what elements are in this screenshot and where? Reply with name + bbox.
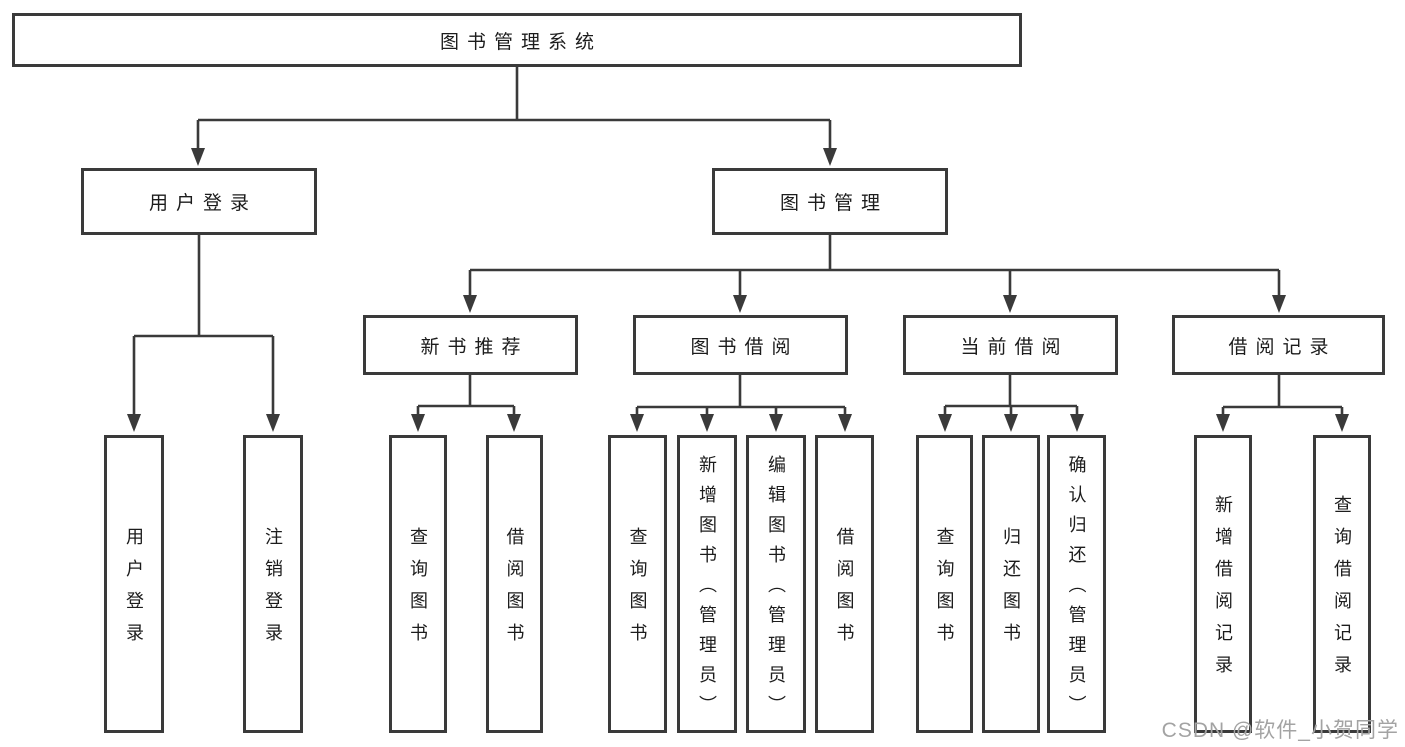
node-new-book-recommend: 新书推荐 [363, 315, 578, 375]
node-user-login: 用户登录 [81, 168, 317, 235]
leaf-query-borrow-record-label: 查询借阅记录 [1332, 495, 1352, 687]
leaf-return-books: 归还图书 [982, 435, 1040, 733]
node-new-book-recommend-label: 新书推荐 [420, 336, 529, 358]
leaf-borrow-books-recommend-label: 借阅图书 [504, 527, 525, 655]
leaf-query-books-recommend-label: 查询图书 [408, 527, 428, 655]
node-user-login-label: 用户登录 [148, 193, 257, 214]
leaf-add-borrow-record: 新增借阅记录 [1194, 435, 1252, 733]
leaf-query-books-current: 查询图书 [916, 435, 973, 733]
node-book-borrow: 图书借阅 [633, 315, 848, 375]
node-book-management-label: 图书管理 [779, 193, 888, 214]
leaf-add-book-admin-label: 新增图书（管理员） [697, 455, 717, 725]
leaf-query-borrow-record: 查询借阅记录 [1313, 435, 1371, 733]
leaf-query-books-borrow-label: 查询图书 [627, 527, 648, 655]
node-book-borrow-label: 图书借阅 [690, 336, 799, 358]
leaf-borrow-books-borrow: 借阅图书 [815, 435, 874, 733]
leaf-logout: 注销登录 [243, 435, 303, 733]
leaf-confirm-return-admin-label: 确认归还（管理员） [1066, 455, 1087, 725]
leaf-borrow-books-recommend: 借阅图书 [486, 435, 543, 733]
leaf-add-borrow-record-label: 新增借阅记录 [1213, 495, 1233, 687]
arrowheads [127, 148, 1349, 432]
leaf-logout-label: 注销登录 [263, 527, 283, 655]
leaf-user-login: 用户登录 [104, 435, 164, 733]
watermark: CSDN @软件_小贺同学 [1161, 719, 1399, 742]
leaf-confirm-return-admin: 确认归还（管理员） [1047, 435, 1106, 733]
leaf-edit-book-admin-label: 编辑图书（管理员） [766, 455, 786, 725]
leaf-return-books-label: 归还图书 [1001, 527, 1021, 655]
leaf-borrow-books-borrow-label: 借阅图书 [834, 527, 855, 655]
leaf-query-books-current-label: 查询图书 [934, 527, 955, 655]
leaf-edit-book-admin: 编辑图书（管理员） [746, 435, 806, 733]
node-current-borrow-label: 当前借阅 [960, 336, 1069, 358]
node-book-management: 图书管理 [712, 168, 948, 235]
node-borrow-records: 借阅记录 [1172, 315, 1385, 375]
leaf-query-books-recommend: 查询图书 [389, 435, 447, 733]
node-root-label: 图书管理系统 [439, 31, 602, 53]
leaf-query-books-borrow: 查询图书 [608, 435, 667, 733]
node-current-borrow: 当前借阅 [903, 315, 1118, 375]
leaf-add-book-admin: 新增图书（管理员） [677, 435, 737, 733]
leaf-user-login-label: 用户登录 [124, 527, 144, 655]
node-root: 图书管理系统 [12, 13, 1022, 67]
node-borrow-records-label: 借阅记录 [1228, 336, 1337, 358]
